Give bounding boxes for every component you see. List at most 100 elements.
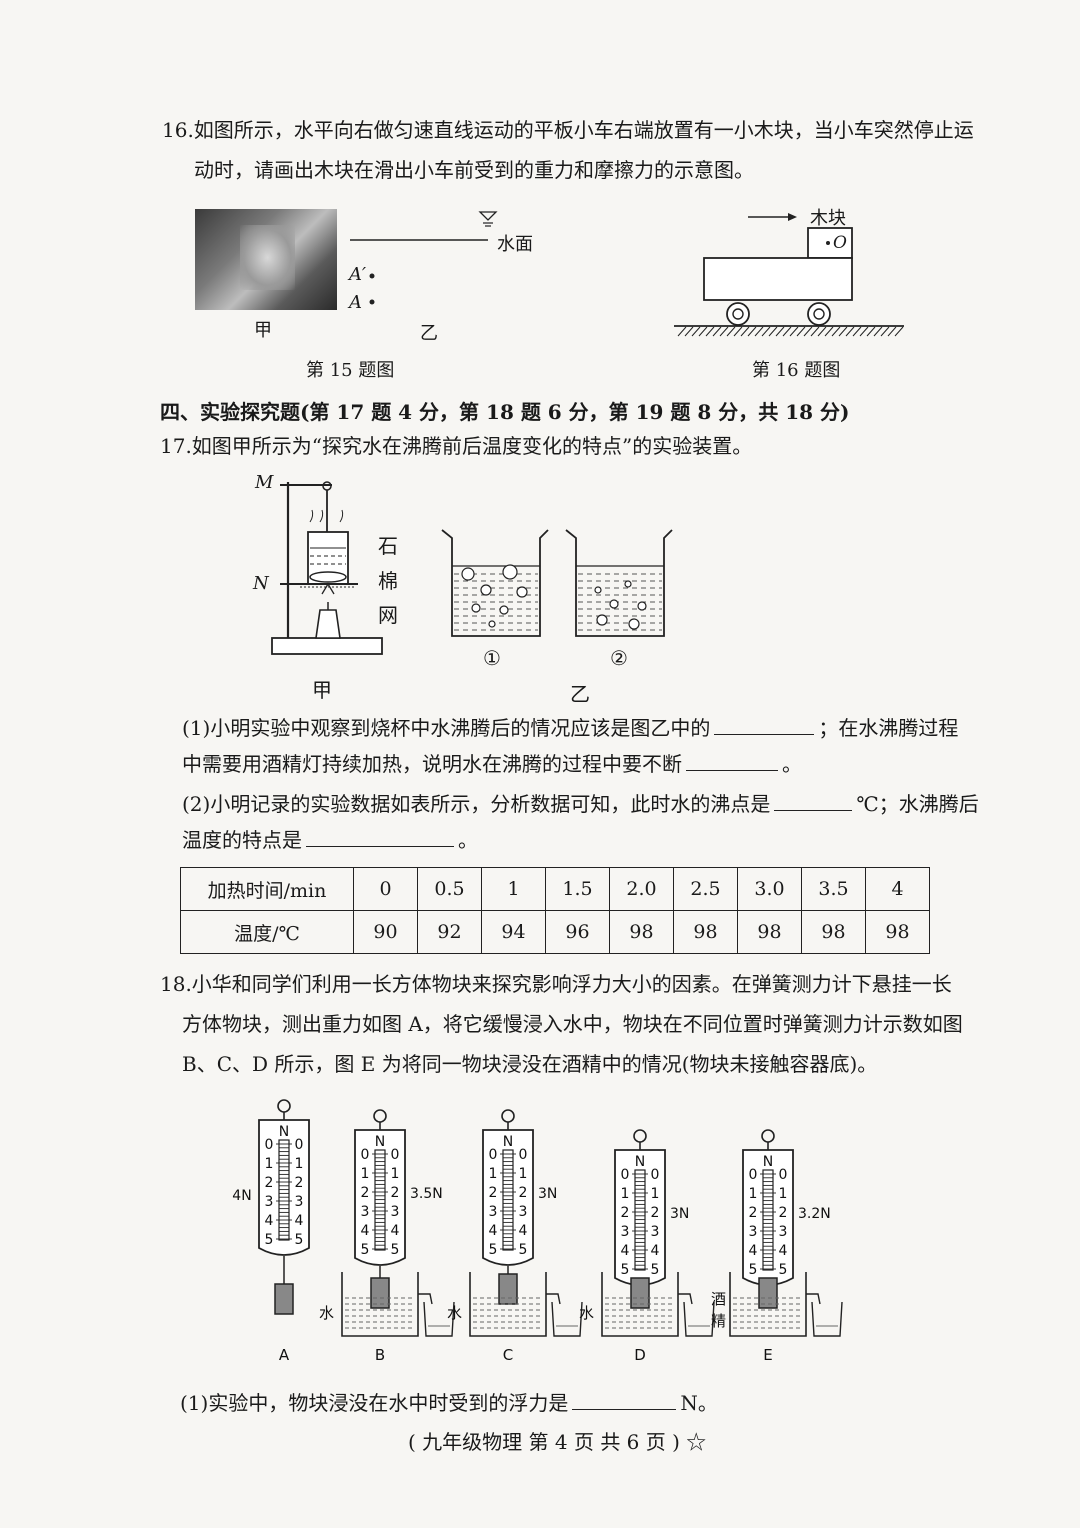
metal-block: [370, 1277, 390, 1309]
scale-number: 5: [391, 1242, 400, 1258]
fig15-label-yi: 乙: [420, 323, 438, 344]
scale-number: 1: [779, 1186, 788, 1202]
scale-number: 3: [265, 1194, 274, 1210]
reading-label: 4N: [232, 1188, 251, 1204]
table-cell: 2.0: [609, 867, 674, 911]
liquid-label: 精: [711, 1312, 726, 1330]
q16-line2: 动时，请画出木块在滑出小车前受到的重力和摩擦力的示意图。: [194, 158, 754, 182]
scale-number: 2: [265, 1175, 274, 1191]
q18-line1: 18.小华和同学们利用一长方体物块来探究影响浮力大小的因素。在弹簧测力计下悬挂一…: [160, 972, 952, 996]
scale-number: 3: [749, 1224, 758, 1240]
wood-block-mark: O: [833, 233, 847, 253]
scale-number: 3: [621, 1224, 630, 1240]
scale-number: 2: [295, 1175, 304, 1191]
unit-n-label: N: [375, 1134, 385, 1150]
scale-number: 5: [519, 1242, 528, 1258]
scale-number: 5: [749, 1262, 758, 1278]
scale-number: 4: [651, 1243, 660, 1259]
scale-number: 1: [265, 1156, 274, 1172]
scale-number: 3: [489, 1204, 498, 1220]
scale-number: 1: [651, 1186, 660, 1202]
scale-number: 0: [749, 1167, 758, 1183]
scale-number: 1: [361, 1166, 370, 1182]
scale-number: 1: [295, 1156, 304, 1172]
scale-number: 0: [265, 1137, 274, 1153]
scale-number: 5: [295, 1232, 304, 1248]
section4-heading: 四、实验探究题(第 17 题 4 分，第 18 题 6 分，第 19 题 8 分…: [160, 400, 850, 424]
q18-blank-1[interactable]: [572, 1387, 677, 1410]
beaker-2-label: ②: [610, 646, 628, 670]
small-cup: [811, 1301, 843, 1337]
q17-p2-line2: 温度的特点是。: [182, 822, 478, 858]
q17-blank-2[interactable]: [686, 748, 778, 771]
gauge-letter: C: [503, 1346, 513, 1364]
scale-number: 2: [651, 1205, 660, 1221]
table-cell: 3.0: [737, 867, 802, 911]
scale-number: 1: [621, 1186, 630, 1202]
scale-number: 2: [361, 1185, 370, 1201]
metal-block: [758, 1277, 778, 1309]
wood-block-label: 木块: [810, 208, 846, 229]
table-cell: 98: [609, 910, 674, 954]
asbestos-label-3: 网: [378, 603, 398, 627]
reading-label: 3N: [670, 1206, 689, 1222]
table-cell: 2.5: [673, 867, 738, 911]
scale-number: 0: [651, 1167, 660, 1183]
small-cup: [423, 1301, 455, 1337]
water-surface-label: 水面: [497, 234, 533, 255]
fig17-apparatus: [271, 481, 383, 655]
scale-number: 2: [519, 1185, 528, 1201]
q18-line3: B、C、D 所示，图 E 为将同一物块浸没在酒精中的情况(物块未接触容器底)。: [182, 1052, 878, 1076]
fig15-photo-highlight: [240, 225, 295, 290]
scale-number: 2: [749, 1205, 758, 1221]
scale-number: 4: [779, 1243, 788, 1259]
table-row-time: 加热时间/min 0 0.5 1 1.5 2.0 2.5 3.0 3.5 4: [180, 867, 930, 911]
q17-blank-3[interactable]: [774, 788, 853, 811]
table-cell: 98: [865, 910, 930, 954]
q18-line2: 方体物块，测出重力如图 A，将它缓慢浸入水中，物块在不同位置时弹簧测力计示数如图: [182, 1012, 963, 1036]
scale-number: 3: [391, 1204, 400, 1220]
table-cell: 3.5: [801, 867, 866, 911]
liquid-label: 水: [579, 1304, 594, 1322]
table-header-temp: 温度/℃: [180, 910, 354, 954]
unit-n-label: N: [763, 1154, 773, 1170]
scale-number: 3: [519, 1204, 528, 1220]
table-row-temp: 温度/℃ 90 92 94 96 98 98 98 98 98: [180, 910, 930, 954]
table-cell: 1: [481, 867, 546, 911]
metal-block: [630, 1277, 650, 1309]
cart-body: [703, 257, 853, 301]
scale-number: 5: [621, 1262, 630, 1278]
q17-blank-4[interactable]: [306, 824, 454, 847]
scale-number: 4: [265, 1213, 274, 1229]
beaker-2: [565, 529, 673, 637]
scale-number: 5: [651, 1262, 660, 1278]
metal-block: [274, 1283, 294, 1315]
table-cell: 94: [481, 910, 546, 954]
unit-n-label: N: [635, 1154, 645, 1170]
reading-label: 3.5N: [410, 1186, 443, 1202]
table-cell: 1.5: [545, 867, 610, 911]
scale-number: 4: [295, 1213, 304, 1229]
fig17-beakers: [441, 529, 673, 637]
q17-p1-line2: 中需要用酒精灯持续加热，说明水在沸腾的过程中要不断。: [182, 746, 802, 782]
table-header-time: 加热时间/min: [180, 867, 354, 911]
q17-p1-line1: (1)小明实验中观察到烧杯中水沸腾后的情况应该是图乙中的；在水沸腾过程: [182, 710, 958, 746]
scale-number: 2: [391, 1185, 400, 1201]
unit-n-label: N: [503, 1134, 513, 1150]
scale-number: 4: [361, 1223, 370, 1239]
scale-number: 0: [621, 1167, 630, 1183]
q17-blank-1[interactable]: [714, 712, 815, 735]
table-cell: 0.5: [417, 867, 482, 911]
scale-number: 4: [621, 1243, 630, 1259]
q17-stem: 17.如图甲所示为“探究水在沸腾前后温度变化的特点”的实验装置。: [160, 434, 753, 458]
scale-number: 1: [391, 1166, 400, 1182]
fig16-diagram: [674, 213, 904, 337]
fig16-caption: 第 16 题图: [752, 360, 841, 381]
table-cell: 96: [545, 910, 610, 954]
scale-number: 0: [489, 1147, 498, 1163]
table-cell: 98: [673, 910, 738, 954]
scale-number: 3: [651, 1224, 660, 1240]
liquid-label: 水: [447, 1304, 462, 1322]
beaker-1-label: ①: [483, 646, 501, 670]
